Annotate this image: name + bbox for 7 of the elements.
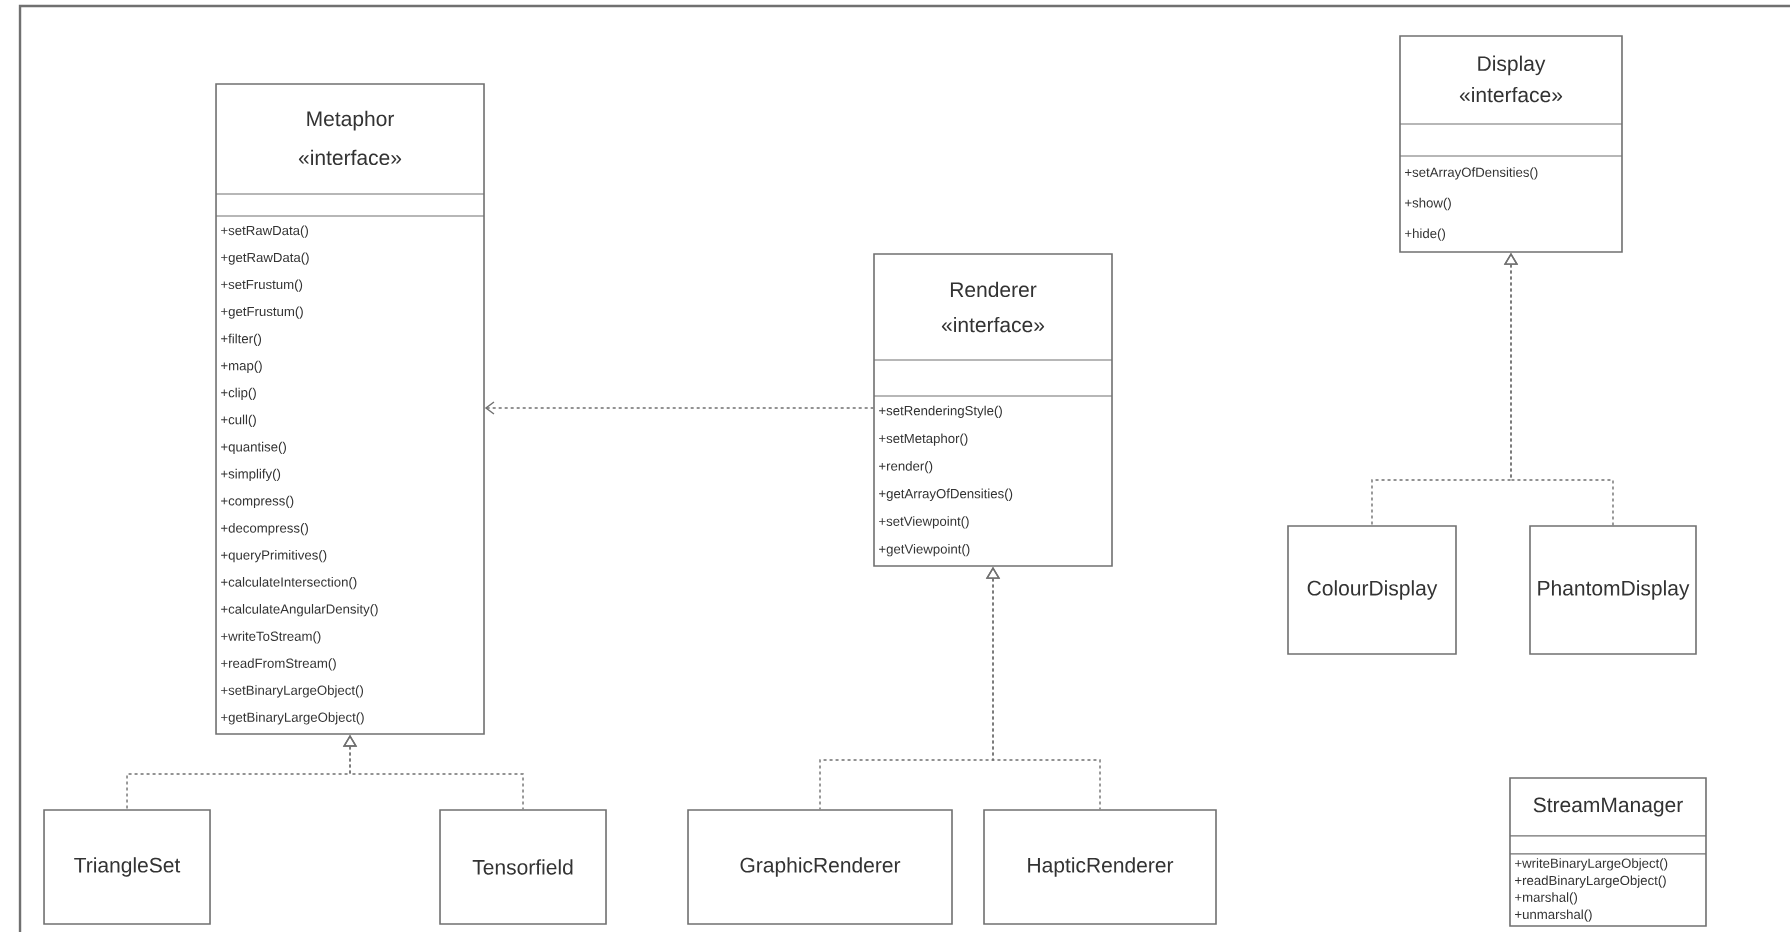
class-box: TriangleSet xyxy=(43,809,211,925)
class-box: GraphicRenderer xyxy=(687,809,953,925)
class-box: HapticRenderer xyxy=(983,809,1217,925)
class-box: Tensorfield xyxy=(439,809,607,925)
class-box: PhantomDisplay xyxy=(1529,525,1697,655)
class-box: ColourDisplay xyxy=(1287,525,1457,655)
dependency-arrow xyxy=(484,401,874,415)
